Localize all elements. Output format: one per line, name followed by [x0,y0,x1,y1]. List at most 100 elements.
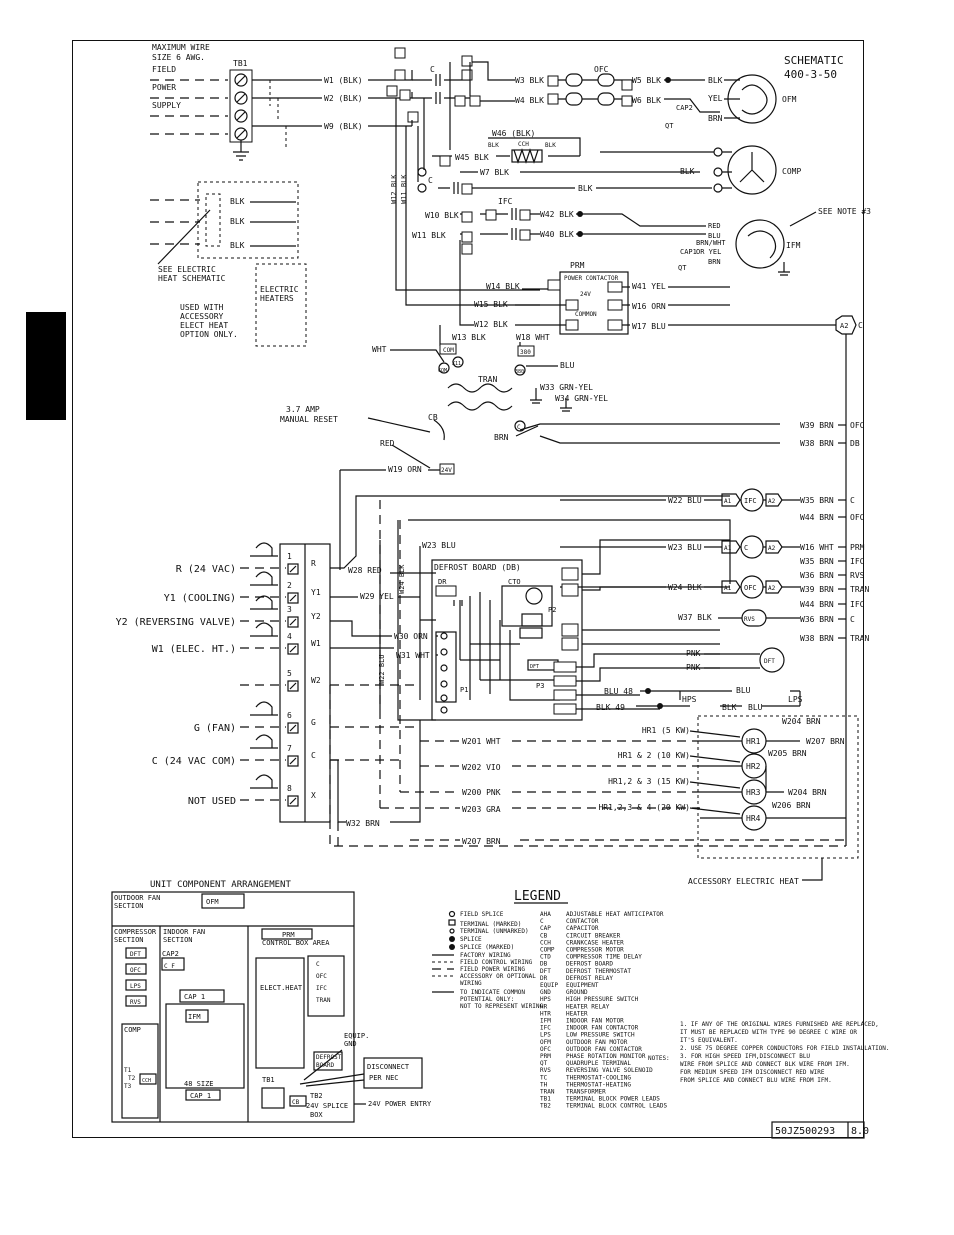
legend-symbol-text: FIELD CONTROL WIRING [460,959,533,966]
svg-text:COMPRESSOR: COMPRESSOR [114,928,157,936]
legend-note: 2. USE 75 DEGREE COPPER CONDUCTORS FOR F… [680,1045,890,1052]
legend-abbrev-desc: COMPRESSOR MOTOR [566,947,624,954]
relay-a1-terminal [721,493,741,507]
svg-text:W204 BRN: W204 BRN [782,717,821,726]
defrost-peripherals: W37 BLK RVS PNK PNK DFT BLU 48 BLK 49 HP… [596,609,803,712]
hr-name: HR4 [746,814,761,823]
legend-abbrev-code: RVS [540,1067,551,1074]
cch-label: CCH [518,141,529,148]
ground-symbol [233,140,249,161]
right-wire-label: W16 WHT [800,543,834,552]
relay-name: IFC [744,497,757,505]
svg-text:DFT: DFT [764,658,775,665]
tstat-screw [287,616,299,628]
ifm-label: IFM [786,241,801,250]
legend-abbrev-desc: CRANKCASE HEATER [566,939,624,946]
relay-name: C [744,544,748,552]
svg-text:W13 BLK: W13 BLK [452,333,486,342]
tstat-screw [287,755,299,767]
svg-text:HPS: HPS [682,695,697,704]
svg-text:W10 BLK: W10 BLK [425,211,459,220]
legend-abbrev-code: IFM [540,1018,551,1025]
accessory-heat-box [697,715,859,859]
svg-text:EQUIP.: EQUIP. [344,1032,369,1040]
legend-abbrev-code: HPS [540,996,551,1003]
svg-text:ACCESSORY: ACCESSORY [180,312,224,321]
svg-text:380: 380 [520,349,531,356]
legend-abbrev-desc: TERMINAL BLOCK POWER LEADS [566,1096,660,1103]
legend-abbrev-code: AHA [540,911,551,918]
tstat-term: R [311,559,316,568]
see-note-3: SEE NOTE #3 [818,207,871,216]
svg-text:COMMON: COMMON [575,311,597,318]
see-electric-heat-line2: HEAT SCHEMATIC [158,274,226,283]
svg-text:DEFROST: DEFROST [316,1054,342,1061]
svg-text:W15 BLK: W15 BLK [474,300,508,309]
legend-abbrev-code: C [540,918,544,925]
svg-text:C F: C F [164,963,175,970]
legend-abbrev-code: TB2 [540,1103,551,1110]
legend-abbrev-code: QT [540,1060,548,1067]
svg-text:RED: RED [380,439,395,448]
svg-text:TRAN: TRAN [316,997,331,1004]
svg-text:C: C [517,424,521,431]
prm-label: PRM [570,261,585,270]
tstat-screw [287,592,299,604]
svg-text:C: C [428,176,433,185]
svg-text:DR: DR [438,578,447,586]
svg-text:X11: X11 [452,361,461,367]
tstat-number: 4 [287,632,292,641]
svg-text:YEL: YEL [708,94,723,103]
svg-text:LPS: LPS [788,695,803,704]
svg-text:OFC: OFC [316,973,327,980]
relay-a2-terminal [765,540,783,554]
transformer: W13 BLK W18 WHT COM 380 WHT COM X11 380 … [280,325,780,570]
max-wire-line2: SIZE 6 AWG. [152,53,205,62]
svg-text:W16 ORN: W16 ORN [632,302,666,311]
electric-heaters-line1: ELECTRIC [260,285,299,294]
svg-text:PNK: PNK [686,649,701,658]
right-wire-label: W39 BRN [800,421,834,430]
tstat-number: 3 [287,605,292,614]
svg-text:W205 BRN: W205 BRN [768,749,807,758]
svg-text:W207 BRN: W207 BRN [462,837,501,846]
tstat-term: W1 [311,639,321,648]
legend-abbrev-code: TRAN [540,1089,555,1096]
svg-text:DEFROST BOARD (DB): DEFROST BOARD (DB) [434,563,521,572]
tb1-label: TB1 [233,59,248,68]
legend-abbrev-code: DFT [540,968,551,975]
ifc-ifm-circuit: IFC W10 BLK W11 BLK W42 BLK W40 BLK RED … [412,197,871,276]
legend-symbol-text: TERMINAL (UNMARKED) [460,928,529,935]
right-wire-label: W44 BRN [800,600,834,609]
legend-abbrev-code: OFM [540,1039,551,1046]
legend-symbol-text: WIRING [460,980,482,987]
svg-text:W30 ORN: W30 ORN [394,632,428,641]
tstat-number: 8 [287,784,292,793]
hr-name: HR1 [746,737,761,746]
field-label: FIELD [152,65,176,74]
legend-symbol-text: POTENTIAL ONLY: [460,996,514,1003]
ifc-label-top: IFC [498,197,513,206]
svg-text:C: C [316,961,320,968]
unit-component-arrangement: UNIT COMPONENT ARRANGEMENT OUTDOOR FAN S… [111,880,432,1123]
tran-label: TRAN [478,375,497,384]
svg-text:BLU: BLU [708,232,721,240]
relay-a2: A2 [768,498,776,505]
right-wire-dest: PRM [850,543,865,552]
legend-abbrev-desc: PHASE ROTATION MONITOR [566,1053,646,1060]
supply-label: SUPPLY [152,101,181,110]
legend-abbrev-desc: INDOOR FAN CONTACTOR [566,1025,639,1032]
tstat-term: X [311,791,316,800]
svg-text:BOX: BOX [310,1111,323,1119]
svg-text:BLK: BLK [680,167,695,176]
svg-text:380: 380 [515,369,524,375]
legend-symbol-text: FIELD SPLICE [460,911,504,918]
svg-text:SECTION: SECTION [114,936,144,944]
svg-text:W11 BLK: W11 BLK [412,231,446,240]
svg-text:IFC: IFC [316,985,327,992]
svg-text:W12 BLK: W12 BLK [474,320,508,329]
svg-text:BLK: BLK [708,76,723,85]
c-contactor-top: C [430,65,435,74]
